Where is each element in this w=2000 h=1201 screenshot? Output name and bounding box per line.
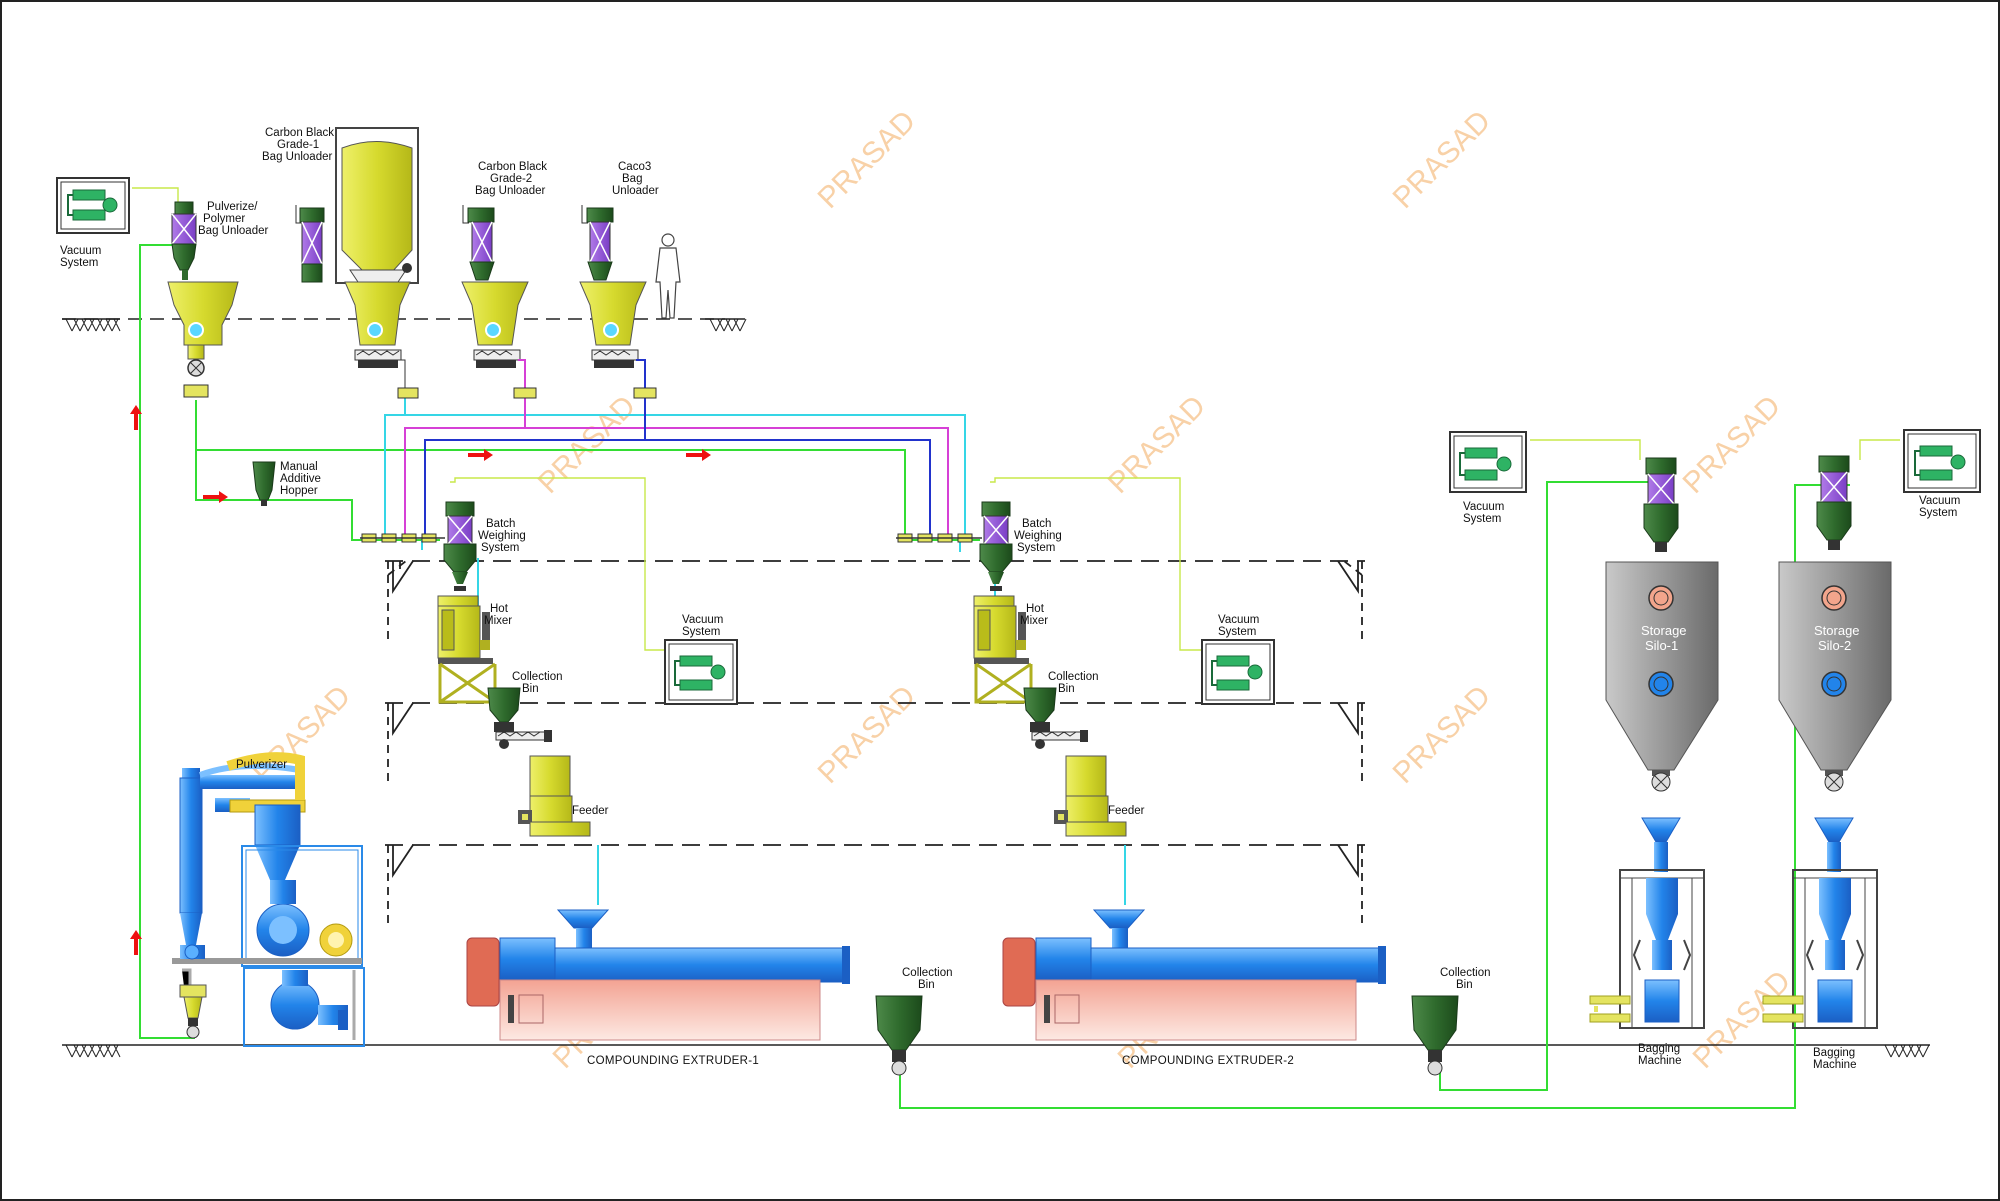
ground-hatch-icon <box>65 1044 121 1058</box>
carbon-black-grade2-bag-unloader <box>461 205 537 399</box>
ground-hatch-icon <box>62 318 121 332</box>
batch-line-2 <box>896 501 1127 837</box>
manual-additive-hopper <box>252 461 276 506</box>
collection-bin-3 <box>875 995 923 1076</box>
vacuum-system-right-1 <box>1449 431 1527 493</box>
watermark: PRASAD <box>1387 104 1498 215</box>
label-extruder-2: COMPOUNDING EXTRUDER-2 <box>1122 1055 1294 1067</box>
storage-silo-1 <box>1589 457 1719 1029</box>
vacuum-system-mid-2 <box>1201 639 1275 705</box>
label-feeder-2: Feeder <box>1108 805 1145 817</box>
watermark: PRASAD <box>812 104 923 215</box>
operator-figure-icon <box>655 233 681 319</box>
watermark: PRASAD <box>1677 389 1788 500</box>
upper-ground-line <box>62 318 747 332</box>
vacuum-system-mid-1 <box>664 639 738 705</box>
watermark: PRASAD <box>1102 389 1213 500</box>
vacuum-system-right-2 <box>1903 429 1981 493</box>
label-extruder-1: COMPOUNDING EXTRUDER-1 <box>587 1055 759 1067</box>
collection-bin-4 <box>1411 995 1459 1076</box>
batch-line-1 <box>360 501 591 837</box>
watermark: PRASAD <box>812 679 923 790</box>
magenta-line <box>404 390 949 540</box>
label-pulverizer: Pulverizer <box>236 759 287 771</box>
flow-arrow-icon <box>130 405 711 955</box>
watermark: PRASAD <box>532 389 643 500</box>
watermark: PRASAD <box>1387 679 1498 790</box>
blue-line <box>424 395 931 540</box>
pulverize-bag-unloader <box>167 201 239 398</box>
storage-silo-2 <box>1762 455 1892 1029</box>
compounding-extruder-2 <box>1002 909 1386 1041</box>
label-feeder-1: Feeder <box>572 805 609 817</box>
pulverizer <box>140 752 365 1047</box>
caco3-bag-unloader <box>579 205 681 399</box>
lower-ground-line <box>62 1044 1930 1058</box>
mezzanine-floors <box>385 560 1365 925</box>
ground-hatch-icon <box>705 318 747 332</box>
compounding-extruder-1 <box>466 909 850 1041</box>
vacuum-system-top-left <box>56 177 130 234</box>
ground-hatch-icon <box>1884 1044 1930 1058</box>
carbon-black-grade1-bag-unloader <box>295 127 419 399</box>
